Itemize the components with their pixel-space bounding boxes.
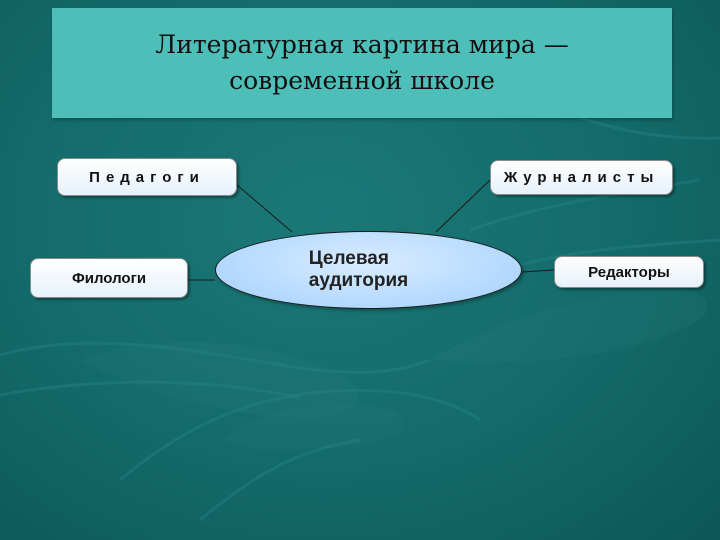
connector-editors xyxy=(521,269,555,273)
target-audience-line-2: аудитория xyxy=(308,270,409,291)
node-target-audience: Целевая аудитория xyxy=(215,231,522,309)
title-line-1: Литературная картина мира — xyxy=(155,30,569,59)
node-philologists: Филологи xyxy=(30,258,188,298)
node-pedagogi-label: Педагоги xyxy=(89,168,205,186)
node-pedagogi: Педагоги xyxy=(57,158,237,196)
title-line-2: современной школе xyxy=(229,66,495,95)
target-audience-line-1: Целевая xyxy=(308,248,389,269)
connector-pedagogi xyxy=(236,184,293,233)
title-box: Литературная картина мира — современной … xyxy=(52,8,672,118)
node-journalists-label: Журналисты xyxy=(503,169,660,186)
node-editors-label: Редакторы xyxy=(588,263,670,281)
node-editors: Редакторы xyxy=(554,256,704,288)
connector-journalists xyxy=(435,179,491,233)
node-philologists-label: Филологи xyxy=(71,269,147,287)
node-journalists: Журналисты xyxy=(490,160,673,195)
